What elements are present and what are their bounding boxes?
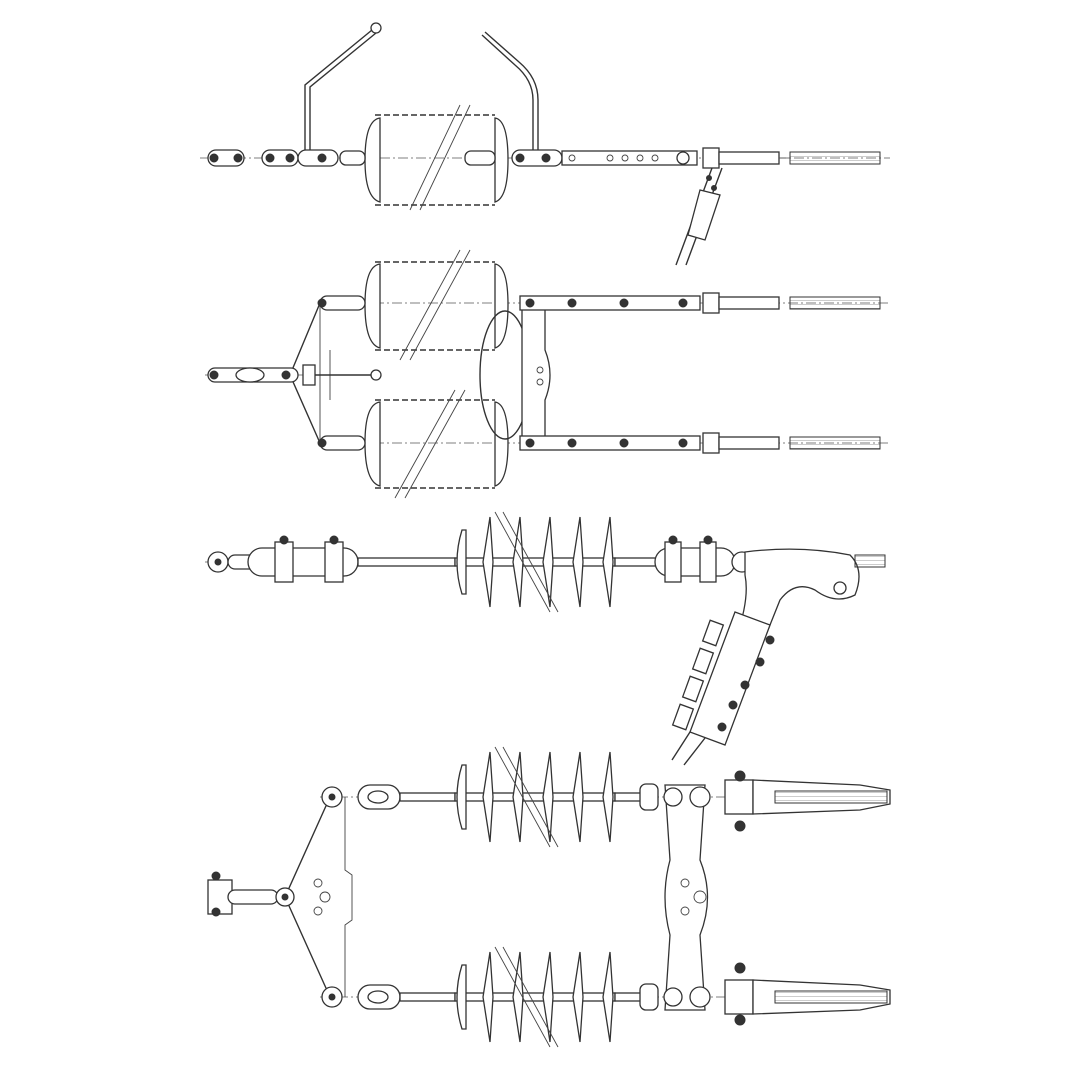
end-fitting xyxy=(456,529,467,595)
insulator-shed xyxy=(602,951,614,1043)
assembly-double-composite xyxy=(207,746,891,1048)
porcelain-insulator-upper xyxy=(317,249,509,361)
hardware-right-upper xyxy=(614,770,891,832)
insulator-shed xyxy=(602,751,614,843)
yoke-plate-right xyxy=(664,784,709,1011)
hardware-right xyxy=(511,149,698,167)
insulator-shed xyxy=(512,751,524,843)
break-line xyxy=(502,946,559,1048)
arcing-horn-left xyxy=(304,22,382,155)
jumper-clamp xyxy=(671,611,775,766)
conductor-clamp xyxy=(702,147,881,169)
insulator-core xyxy=(454,792,616,802)
porcelain-insulator xyxy=(339,104,509,211)
yoke-triangle-left xyxy=(207,302,382,444)
insulator-core xyxy=(454,992,616,1002)
end-fitting xyxy=(456,764,467,830)
arcing-horn-right xyxy=(481,31,539,155)
insulator-shed xyxy=(542,751,554,843)
break-line xyxy=(494,946,551,1048)
hardware-right-upper xyxy=(519,292,881,314)
end-fitting xyxy=(456,964,467,1030)
break-line xyxy=(494,746,551,848)
insulator-shed xyxy=(542,516,554,608)
insulator-shed xyxy=(512,951,524,1043)
insulator-core xyxy=(454,557,616,567)
yoke-left xyxy=(207,796,353,998)
insulator-shed xyxy=(542,951,554,1043)
hardware-right xyxy=(614,535,753,583)
hardware-left xyxy=(207,149,339,167)
hardware-left-lower xyxy=(321,984,456,1010)
composite-insulator-lower xyxy=(454,946,616,1048)
assembly-single-composite xyxy=(205,511,886,766)
assembly-double-porcelain xyxy=(205,249,890,499)
break-line xyxy=(502,511,559,613)
hardware-left-upper xyxy=(321,784,456,810)
jumper xyxy=(675,167,723,266)
composite-insulator xyxy=(454,511,616,613)
porcelain-insulator-lower xyxy=(317,389,509,499)
insulator-shed xyxy=(482,516,494,608)
break-line xyxy=(502,746,559,848)
break-line xyxy=(494,511,551,613)
composite-insulator-upper xyxy=(454,746,616,848)
insulator-shed xyxy=(602,516,614,608)
insulator-shed xyxy=(482,751,494,843)
hardware-left xyxy=(207,535,456,583)
insulator-shed xyxy=(512,516,524,608)
insulator-shed xyxy=(572,751,584,843)
insulator-shed xyxy=(482,951,494,1043)
hardware-right-lower xyxy=(519,432,881,454)
insulator-shed xyxy=(572,516,584,608)
hardware-right-lower xyxy=(614,962,891,1026)
yoke-plate-right xyxy=(521,299,551,447)
assembly-single-porcelain xyxy=(200,22,890,266)
insulator-shed xyxy=(572,951,584,1043)
